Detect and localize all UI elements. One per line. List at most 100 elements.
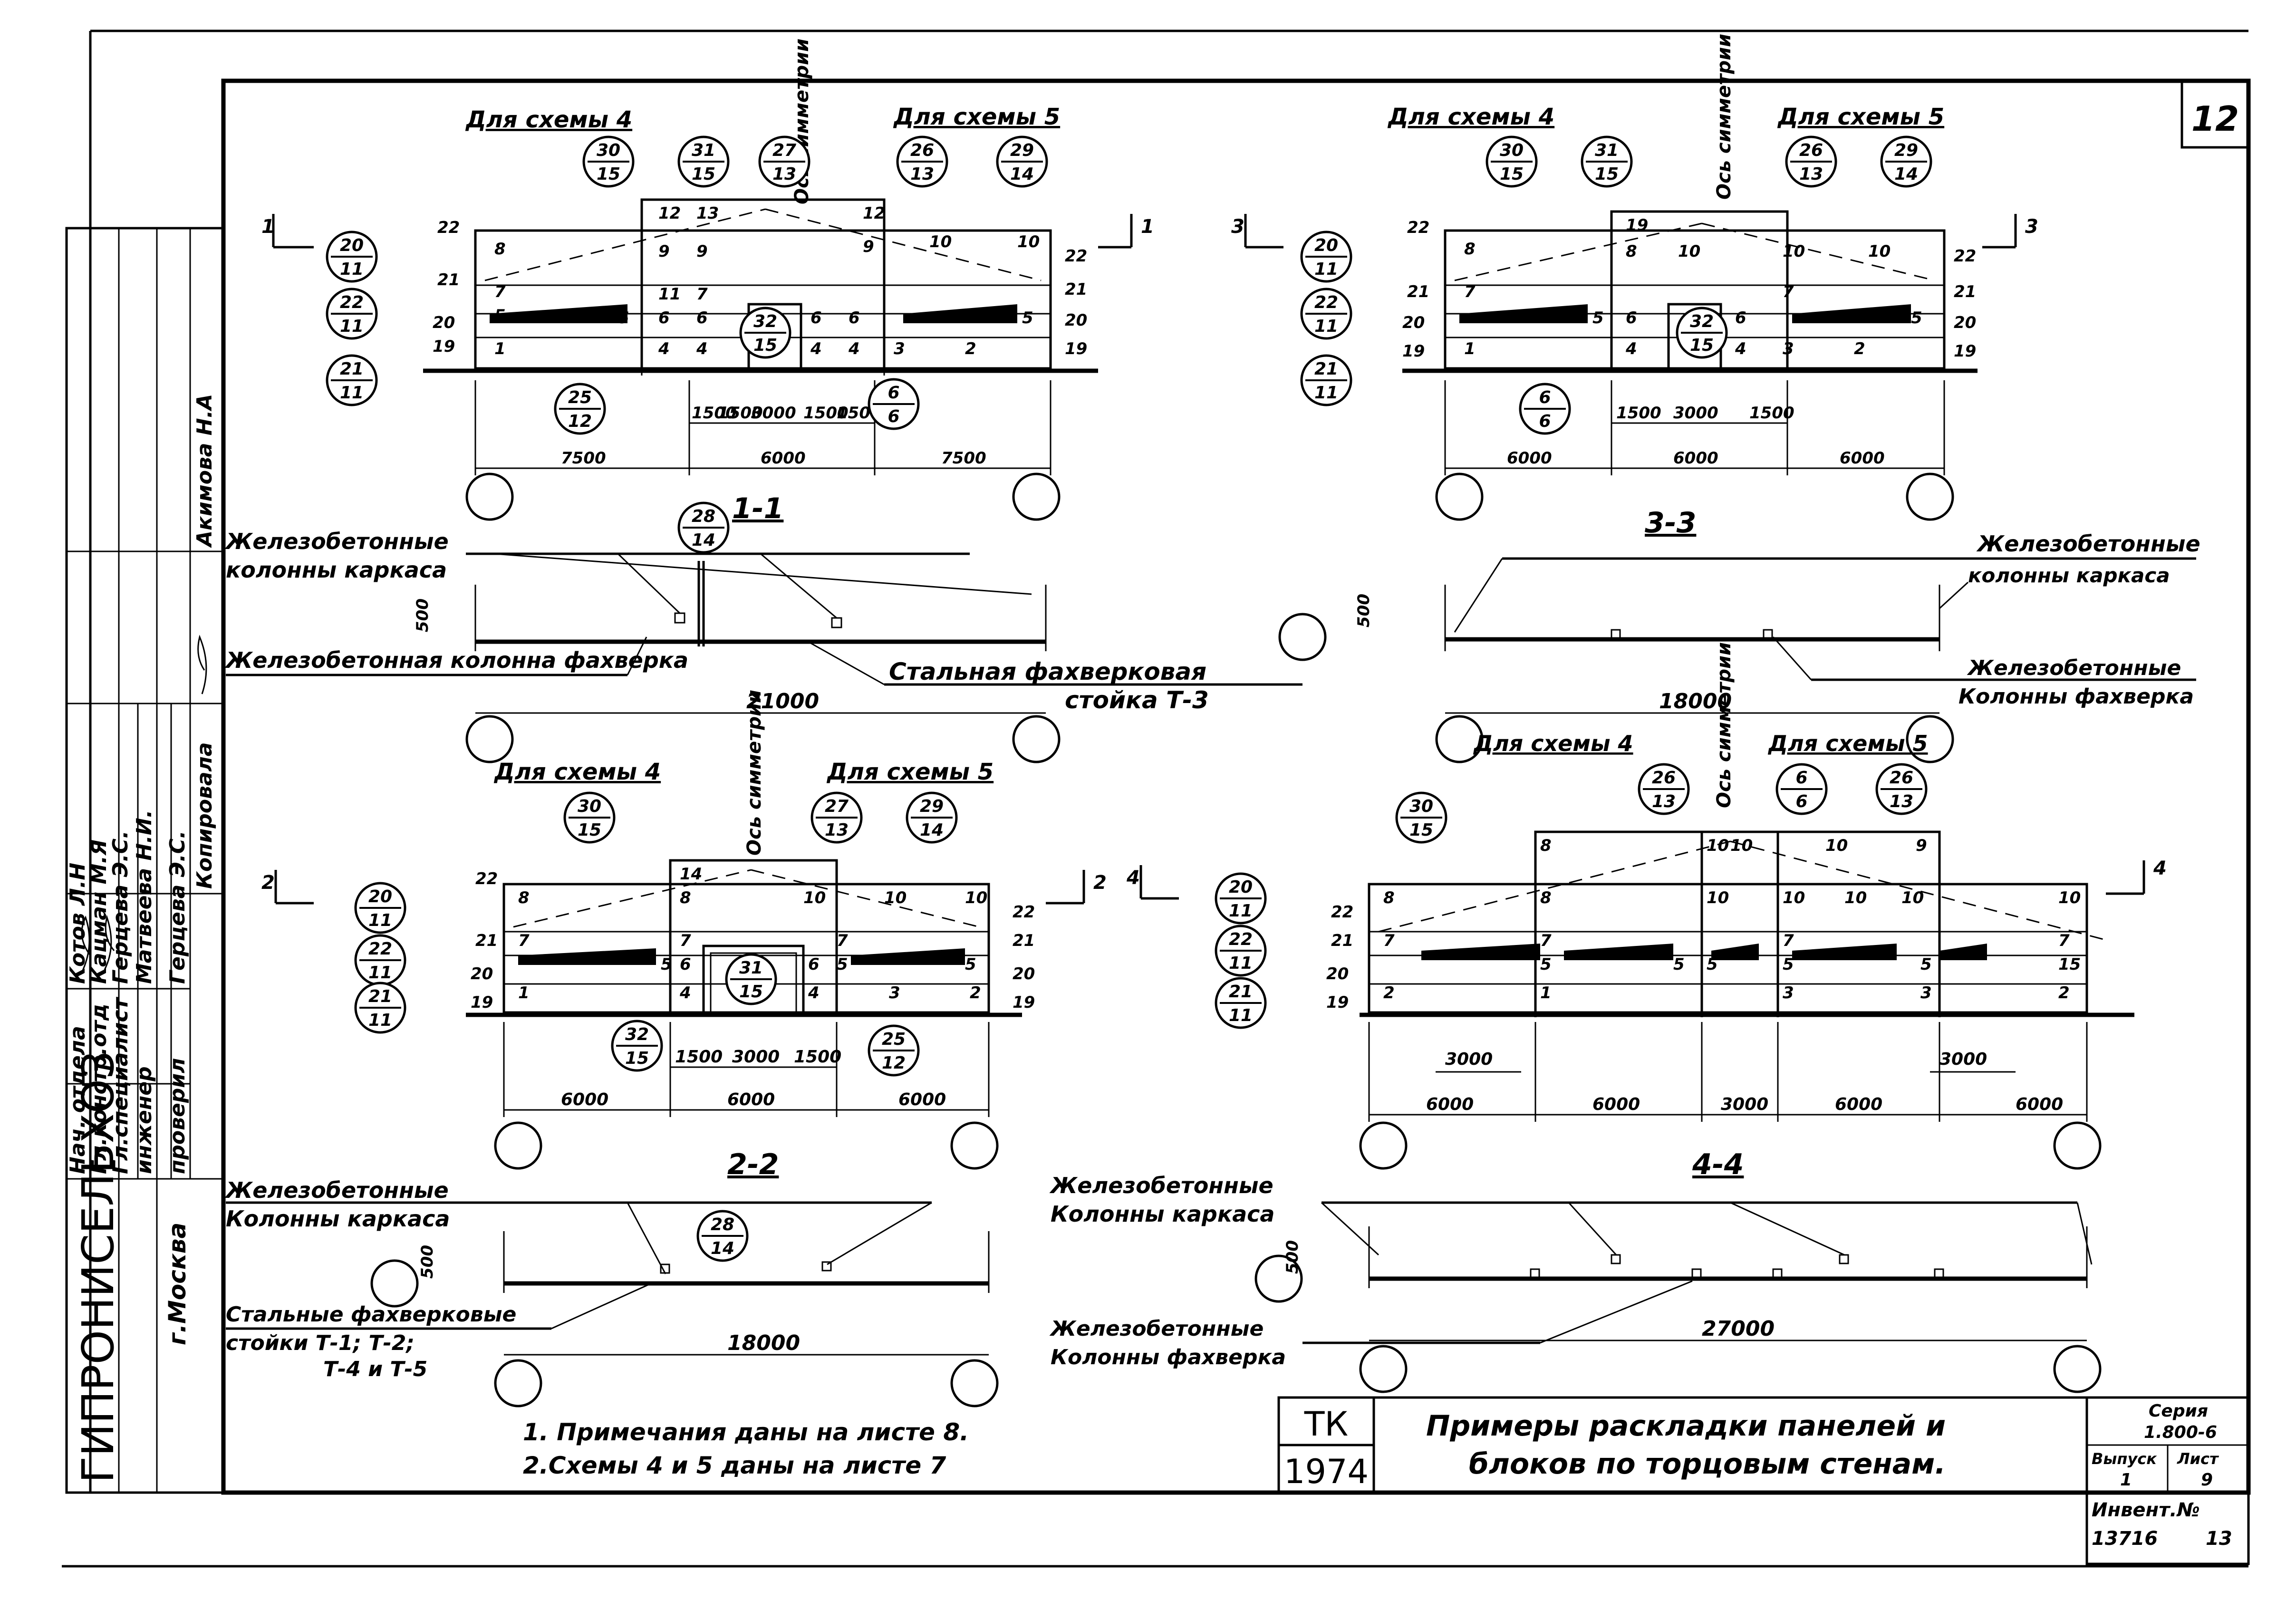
svg-text:5: 5 [1022, 308, 1033, 328]
svg-text:1: 1 [1141, 216, 1154, 238]
svg-text:10: 10 [1707, 888, 1729, 907]
svg-text:5: 5 [494, 306, 506, 325]
svg-text:12: 12 [863, 204, 885, 223]
label-steel-post-t3-a: Стальная фахверковая [889, 658, 1206, 685]
svg-text:4: 4 [1735, 339, 1746, 358]
section-4-4-title: 4-4 [1692, 1148, 1744, 1181]
mark-denominator: 13 [825, 820, 849, 840]
tb-code-bottom: 1974 [1284, 1452, 1369, 1491]
label-rc-columns-frame-44b: Колонны каркаса [1051, 1201, 1274, 1227]
svg-text:10: 10 [965, 888, 987, 907]
svg-text:7: 7 [1783, 931, 1794, 950]
dim-3-3-plan: 18000 [1659, 689, 1732, 713]
svg-text:2: 2 [2058, 983, 2070, 1002]
label-rc-columns-fachwerk-33a: Железобетонные [1967, 656, 2181, 680]
svg-text:7: 7 [1383, 931, 1395, 950]
copied-name: Акимова Н.А [193, 394, 217, 548]
mark-denominator: 11 [368, 963, 392, 983]
mark-denominator: 15 [739, 982, 763, 1002]
svg-text:8: 8 [1464, 240, 1476, 259]
dim-1-1-plan: 21000 [746, 689, 819, 713]
tb-series-label: Серия [2149, 1401, 2208, 1421]
label-scheme5-33: Для схемы 5 [1777, 104, 1944, 130]
label-symmetry-axis-44: Ось симметрии [1713, 642, 1735, 808]
label-rc-columns-frame-33a: Железобетонные [1976, 531, 2200, 557]
section-1-1-plan: 1-1 Железобетонные колонны каркаса Желез… [224, 492, 1302, 763]
mark-numerator: 21 [340, 359, 364, 379]
svg-text:19: 19 [1402, 342, 1425, 361]
svg-text:7: 7 [1464, 282, 1476, 301]
mark-numerator: 22 [1229, 930, 1253, 949]
svg-text:22: 22 [437, 218, 460, 237]
tb-inv-value: 13716 [2092, 1528, 2158, 1550]
svg-text:3: 3 [2025, 216, 2038, 238]
svg-text:21: 21 [437, 270, 460, 289]
mark-numerator: 28 [692, 507, 715, 526]
svg-text:21: 21 [1407, 282, 1429, 301]
sig-role-2: Гл.специалист [108, 996, 133, 1174]
label-rc-columns-frame-22a: Железобетонные [224, 1177, 449, 1203]
mark-numerator: 6 [1795, 768, 1807, 788]
svg-text:19: 19 [471, 993, 493, 1012]
svg-text:8: 8 [518, 888, 530, 907]
mark-numerator: 20 [368, 887, 392, 906]
mark-numerator: 20 [1229, 877, 1253, 897]
svg-text:6: 6 [1626, 308, 1637, 328]
dim-4-4-plan: 27000 [1702, 1317, 1775, 1341]
mark-denominator: 13 [910, 164, 934, 184]
svg-text:1: 1 [518, 983, 530, 1002]
tb-series-value: 1.800-6 [2144, 1423, 2217, 1442]
section-2-2-title: 2-2 [727, 1148, 779, 1181]
svg-text:20: 20 [433, 313, 455, 332]
mark-denominator: 11 [1314, 260, 1338, 279]
label-rc-columns-fachwerk-33b: Колонны фахверка [1958, 684, 2194, 709]
svg-text:2: 2 [1854, 339, 1865, 358]
svg-text:20: 20 [1013, 964, 1035, 983]
svg-text:3000: 3000 [751, 404, 796, 423]
svg-text:1500: 1500 [675, 1047, 723, 1067]
copied-role: Копировала [193, 742, 217, 889]
svg-text:6: 6 [658, 308, 670, 328]
svg-text:3: 3 [1783, 339, 1794, 358]
svg-text:5: 5 [1783, 955, 1794, 974]
mark-denominator: 13 [1890, 792, 1913, 811]
org-name: ГИПРОНИСЕЛЬХОЗ [73, 1051, 124, 1483]
svg-text:6: 6 [1735, 308, 1746, 328]
label-scheme4: Для схемы 4 [465, 106, 632, 133]
label-symmetry-axis-22: Ось симметрии [743, 690, 765, 856]
svg-text:20: 20 [471, 964, 493, 983]
mark-numerator: 26 [910, 141, 934, 160]
svg-text:5: 5 [1673, 955, 1685, 974]
mark-denominator: 15 [1595, 164, 1619, 184]
svg-text:19: 19 [1326, 993, 1349, 1012]
label-rc-columns-frame-a: Железобетонные [224, 529, 449, 554]
label-rc-columns-fachwerk-44b: Колонны фахверка [1051, 1345, 1286, 1369]
mark-numerator: 25 [882, 1030, 906, 1049]
mark-denominator: 15 [1500, 164, 1524, 184]
sig-role-3: инженер [132, 1066, 156, 1174]
section-2-2-elevation: Для схемы 4 Для схемы 5 Ось симметрии 87… [261, 690, 1107, 1170]
svg-text:13: 13 [696, 204, 719, 223]
svg-text:1500: 1500 [1616, 404, 1661, 423]
svg-text:3000: 3000 [732, 1047, 780, 1067]
svg-text:8: 8 [1383, 888, 1395, 907]
mark-numerator: 6 [1539, 388, 1551, 407]
svg-text:1500: 1500 [1749, 404, 1794, 423]
svg-text:6000: 6000 [561, 1090, 608, 1109]
label-steel-posts-c: Т-4 и Т-5 [323, 1357, 427, 1381]
mark-numerator: 32 [625, 1025, 649, 1044]
dim-3-3-offset: 500 [1354, 594, 1373, 627]
svg-text:10: 10 [1825, 836, 1848, 855]
